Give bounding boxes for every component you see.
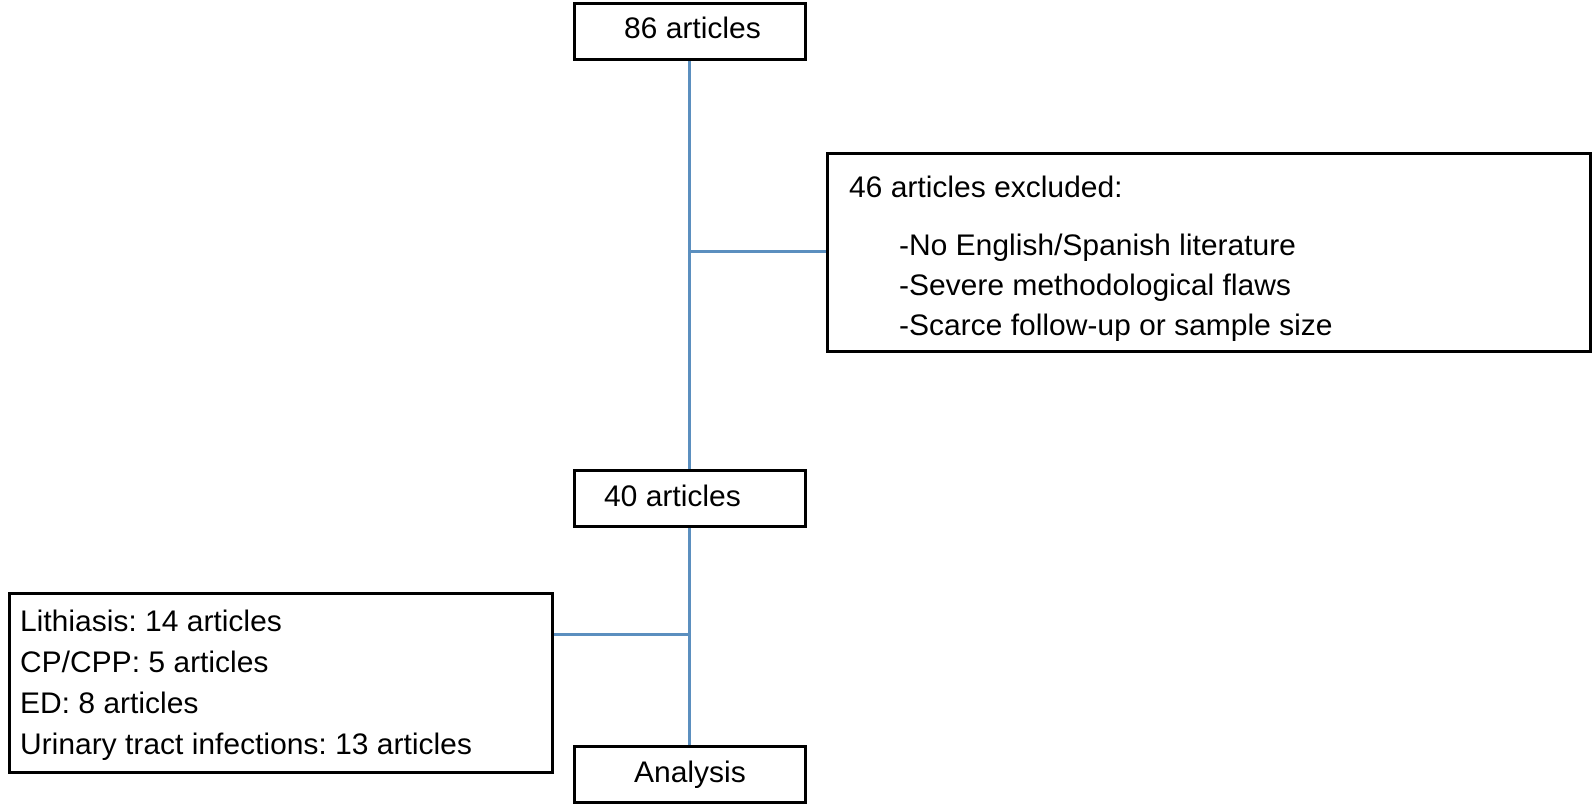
box-start-label: 86 articles [624, 12, 761, 45]
box-excluded-title: 46 articles excluded: [849, 171, 1123, 204]
box-analysis-label: Analysis [634, 756, 746, 789]
box-start: 86 articles [573, 2, 807, 61]
box-breakdown: Lithiasis: 14 articles CP/CPP: 5 article… [8, 592, 554, 774]
box-analysis: Analysis [573, 745, 807, 804]
box-excluded-reasons: -No English/Spanish literature -Severe m… [899, 226, 1333, 346]
box-breakdown-items: Lithiasis: 14 articles CP/CPP: 5 article… [20, 601, 472, 765]
connector-to-excluded [688, 250, 826, 253]
excluded-reason: -No English/Spanish literature [899, 229, 1296, 262]
excluded-reason: -Severe methodological flaws [899, 269, 1291, 302]
breakdown-item: Urinary tract infections: 13 articles [20, 728, 472, 761]
breakdown-item: Lithiasis: 14 articles [20, 605, 282, 638]
excluded-reason: -Scarce follow-up or sample size [899, 309, 1333, 342]
connector-to-breakdown [553, 633, 691, 636]
box-included: 40 articles [573, 469, 807, 528]
connector-included-to-analysis [688, 528, 691, 746]
breakdown-item: ED: 8 articles [20, 687, 199, 720]
breakdown-item: CP/CPP: 5 articles [20, 646, 269, 679]
connector-start-to-included [688, 60, 691, 471]
box-excluded: 46 articles excluded: -No English/Spanis… [826, 152, 1592, 353]
box-included-label: 40 articles [604, 480, 741, 513]
